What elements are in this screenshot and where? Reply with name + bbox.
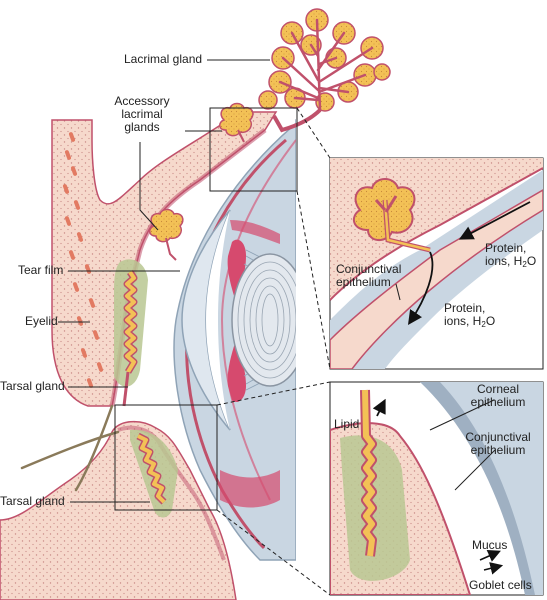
protein-2-ions: ions, H xyxy=(444,314,482,328)
zoom-connectors xyxy=(216,107,331,596)
tear-film-label: Tear film xyxy=(18,263,64,277)
lipid-label: Lipid xyxy=(334,417,360,431)
background-gap xyxy=(296,100,326,600)
goblet-cells-label: Goblet cells xyxy=(469,578,532,592)
inset-bottom xyxy=(329,381,544,596)
conjunctival-epithelium-label-bottom: Conjunctival epithelium xyxy=(456,431,540,457)
protein-1-sub: 2 xyxy=(522,260,527,269)
inset-top xyxy=(329,157,544,370)
conjunctival-top-line2: epithelium xyxy=(336,275,391,289)
conjunctival-bottom-line2: epithelium xyxy=(470,443,526,457)
zoom-boxes xyxy=(114,107,298,511)
accessory-label-line3: glands xyxy=(124,120,160,134)
accessory-label-line2: lacrimal xyxy=(121,107,163,121)
conjunctival-top-line1: Conjunctival xyxy=(336,262,402,276)
protein-2-line1: Protein, xyxy=(444,301,486,315)
eyelid-label: Eyelid xyxy=(25,314,58,328)
leader-lines xyxy=(58,59,496,503)
corneal-line2: epithelium xyxy=(470,395,526,409)
lower-eyelid xyxy=(0,420,237,600)
eyelashes xyxy=(20,404,120,492)
conjunctival-epithelium-label-top: Conjunctival epithelium xyxy=(336,263,401,289)
protein-ions-label-1: Protein, ions, H2O xyxy=(485,241,537,269)
protein-ions-label-2: Protein, ions, H2O xyxy=(444,301,496,329)
corneal-epithelium-label: Corneal epithelium xyxy=(458,383,538,409)
accessory-lacrimal-glands-label: Accessory lacrimal glands xyxy=(96,95,188,134)
protein-2-sub: 2 xyxy=(481,320,486,329)
accessory-label-line1: Accessory xyxy=(114,94,170,108)
protein-1-line2: ions, H2O xyxy=(485,254,537,269)
accessory-lacrimal-gland-lid xyxy=(149,208,184,261)
protein-1-ions: ions, H xyxy=(485,254,523,268)
mucus-label: Mucus xyxy=(472,538,508,552)
protein-1-line1: Protein, xyxy=(485,241,527,255)
protein-1-o: O xyxy=(526,254,537,268)
conjunctival-bottom-line1: Conjunctival xyxy=(465,430,531,444)
upper-tarsal-gland xyxy=(114,259,148,407)
iris-ciliary-body xyxy=(220,220,280,508)
protein-2-line2: ions, H2O xyxy=(444,314,496,329)
tarsal-gland-label-upper: Tarsal gland xyxy=(0,379,65,393)
corneal-line1: Corneal xyxy=(476,382,520,396)
protein-2-o: O xyxy=(485,314,496,328)
tarsal-gland-label-lower: Tarsal gland xyxy=(0,494,65,508)
lacrimal-gland-label: Lacrimal gland xyxy=(124,52,203,66)
lacrimal-gland xyxy=(258,8,391,133)
